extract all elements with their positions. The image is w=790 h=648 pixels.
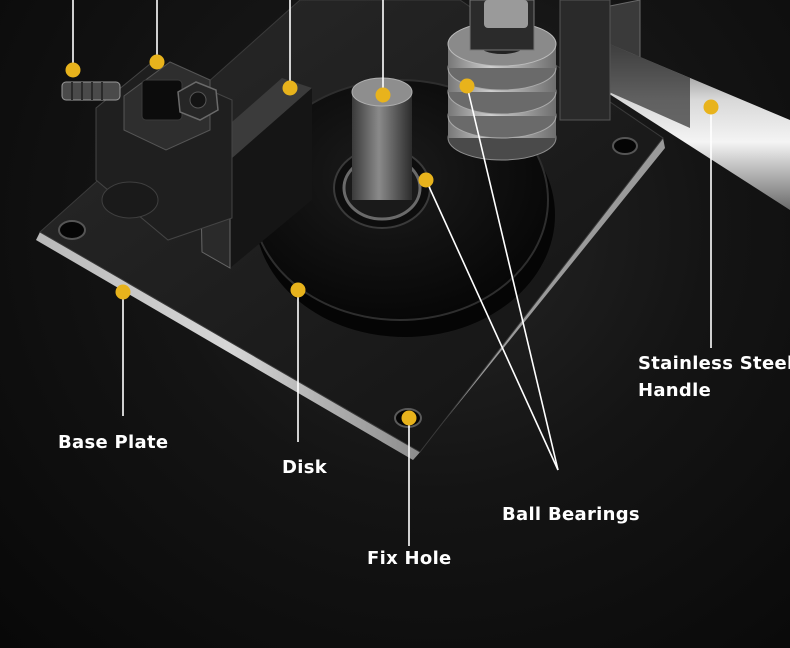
plate-hole-right — [612, 137, 638, 155]
center-pin — [352, 92, 412, 200]
handle-label-line1: Stainless Steel — [638, 353, 790, 374]
threaded-bolt — [61, 81, 121, 101]
ball-bearings-label: Ball Bearings — [502, 504, 640, 525]
handle-label-line2: Handle — [638, 380, 712, 401]
label-stainless-steel-handle: Stainless Steel Handle — [638, 350, 790, 404]
base-plate-edge — [36, 232, 420, 460]
plate-hole-left — [58, 220, 86, 240]
fix-hole — [394, 408, 422, 428]
base-plate-label: Base Plate — [58, 432, 169, 453]
disk-label: Disk — [282, 457, 327, 478]
label-fix-hole: Fix Hole — [367, 545, 452, 572]
label-base-plate: Base Plate — [58, 429, 168, 456]
fix-hole-label: Fix Hole — [367, 548, 452, 569]
label-ball-bearings: Ball Bearings — [502, 501, 640, 528]
label-disk: Disk — [282, 454, 327, 481]
